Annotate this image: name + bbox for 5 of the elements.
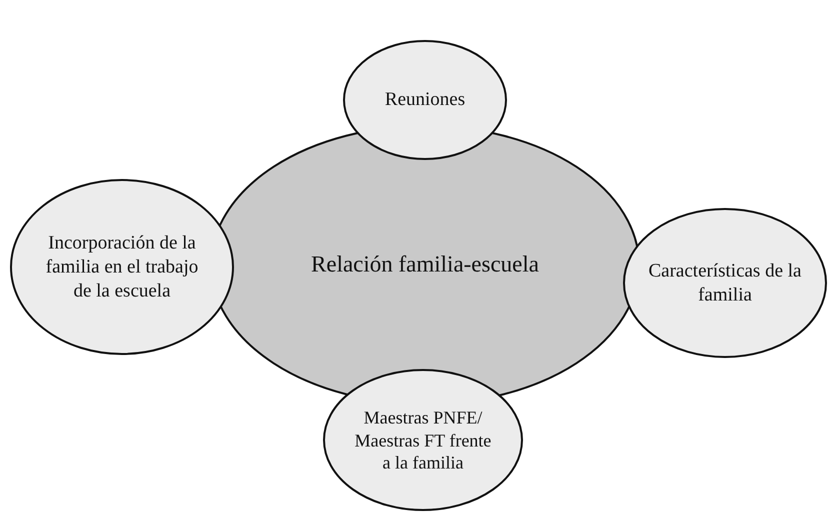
node-label: Maestras PNFE/ Maestras FT frente a la familia	[354, 406, 492, 474]
node-label: Reuniones	[384, 88, 466, 112]
node-label: Incorporación de la familia en el trabajo de la escuela	[44, 231, 200, 303]
node-label: Características de la familia	[648, 259, 802, 307]
node-label: Relación familia-escuela	[310, 250, 540, 279]
